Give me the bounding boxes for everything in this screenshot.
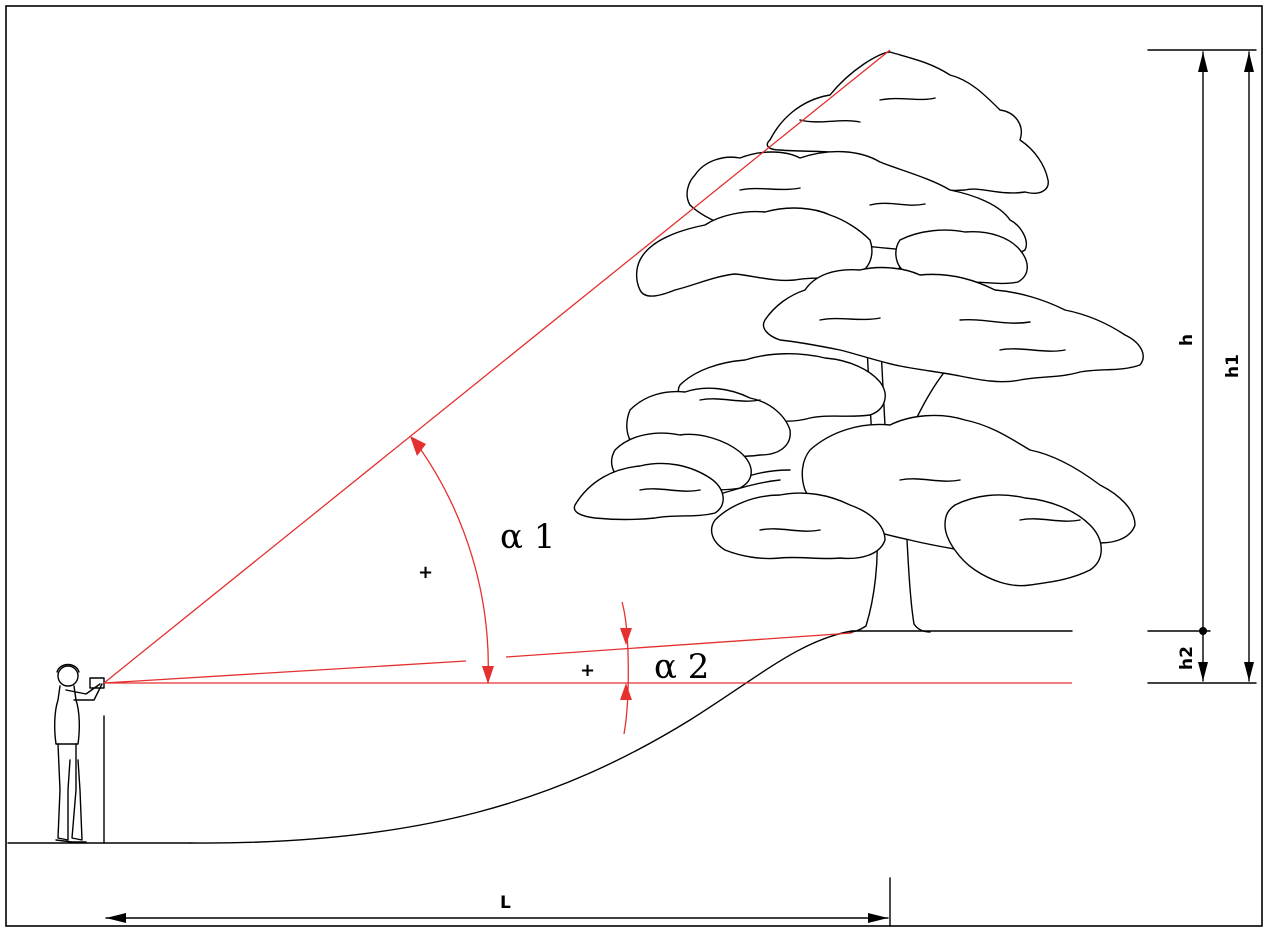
sight-line-top	[103, 49, 891, 684]
h1-arrow-top	[1244, 52, 1254, 72]
h-arrow-top	[1198, 52, 1208, 72]
L-arrow-right	[868, 913, 888, 923]
sight-lines	[103, 49, 1072, 735]
h-dot	[1199, 627, 1207, 635]
alpha1-arrowhead-top	[410, 436, 426, 456]
surveyor-with-clinometer-icon	[53, 663, 105, 843]
height-dimensions	[1147, 49, 1257, 684]
alpha2-arrowhead-top	[620, 628, 632, 645]
ground-profile	[7, 630, 1073, 844]
alpha1-label: α 1	[500, 517, 555, 557]
frame-border	[5, 5, 1263, 927]
L-arrow-left	[106, 913, 126, 923]
distance-dimension	[105, 877, 891, 927]
h2-label: h2	[1177, 646, 1197, 670]
sight-line-base-1	[103, 660, 467, 684]
h-label: h	[1177, 334, 1197, 346]
L-label: L	[500, 893, 511, 913]
h1-arrow-bottom	[1244, 662, 1254, 681]
alpha2-arrowhead-bottom	[620, 683, 632, 700]
alpha1-arrowhead-bottom	[482, 666, 494, 684]
h2-arrow	[1198, 662, 1208, 681]
alpha1-sign: +	[418, 562, 433, 583]
alpha2-sign: +	[580, 660, 595, 681]
alpha1-arc	[413, 439, 489, 684]
tree-illustration	[573, 51, 1144, 633]
sight-line-base-2	[505, 632, 853, 658]
alpha2-label: α 2	[654, 647, 709, 687]
h1-label: h1	[1223, 354, 1243, 378]
alpha2-arc	[621, 601, 629, 735]
